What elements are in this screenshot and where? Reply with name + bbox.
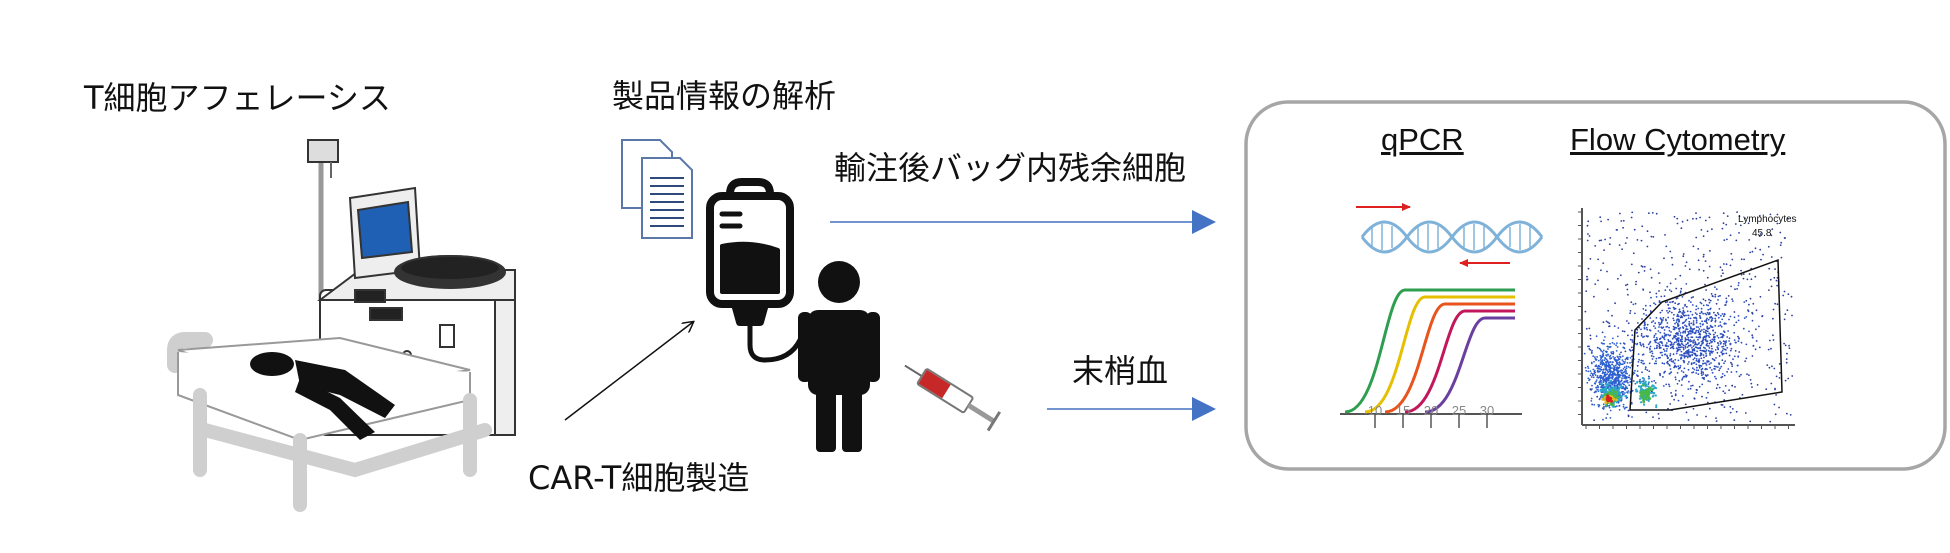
car-t-manufacturing-label: CAR-T細胞製造 bbox=[528, 459, 750, 497]
qpcr-tick-label: 25 bbox=[1452, 403, 1466, 418]
qpcr-tick-label: 15 bbox=[1396, 403, 1410, 418]
peripheral-blood-label: 末梢血 bbox=[1072, 352, 1169, 390]
flow-gate-value: 45.8 bbox=[1752, 228, 1772, 239]
syringe-icon bbox=[904, 364, 1002, 432]
qpcr-tick-label: 30 bbox=[1480, 403, 1494, 418]
apheresis-label: T細胞アフェレーシス bbox=[84, 79, 391, 117]
qpcr-tick-label: 10 bbox=[1368, 403, 1382, 418]
dna-icon bbox=[1360, 220, 1544, 254]
product-analysis-label: 製品情報の解析 bbox=[612, 77, 837, 115]
qpcr-tick-label: 20 bbox=[1424, 403, 1438, 418]
amplification-curves bbox=[1340, 288, 1522, 428]
iv-bag-icon bbox=[706, 178, 813, 363]
flow-scatter-plot bbox=[1578, 208, 1795, 429]
flow-title: Flow Cytometry bbox=[1570, 122, 1786, 157]
document-icon bbox=[621, 139, 693, 239]
qpcr-title: qPCR bbox=[1381, 122, 1464, 157]
patient-bed-icon bbox=[167, 332, 492, 512]
person-icon bbox=[798, 261, 880, 452]
residual-cells-arrowhead bbox=[1192, 210, 1216, 234]
peripheral-blood-arrowhead bbox=[1192, 397, 1216, 421]
manufacturing-arrow bbox=[564, 322, 693, 421]
flow-gate-label: Lymphocytes bbox=[1738, 214, 1797, 225]
residual-cells-label: 輸注後バッグ内残余細胞 bbox=[834, 149, 1187, 187]
analysis-panel bbox=[1244, 100, 1947, 471]
